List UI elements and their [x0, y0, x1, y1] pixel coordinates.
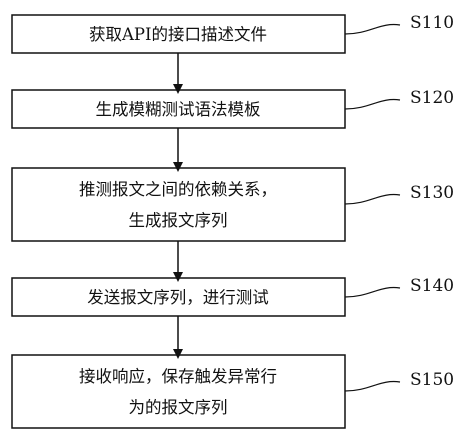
step-box-s120-text: 生成模糊测试语法模板	[96, 100, 261, 119]
step-callout-s130-curve	[344, 193, 401, 205]
step-label-s140: S140	[410, 276, 454, 296]
step-callout-s120-curve	[344, 98, 401, 110]
step-callout-s110-curve	[344, 23, 401, 35]
step-callout-s150-curve	[344, 380, 401, 392]
step-callout-s110: S110	[344, 13, 454, 35]
step-callout-s150: S150	[344, 370, 454, 392]
step-box-s130-frame	[11, 167, 346, 242]
step-callout-s140-curve	[344, 286, 401, 298]
step-box-s150-frame	[11, 354, 346, 429]
step-box-s150: 接收响应，保存触发异常行 为的报文序列	[11, 354, 346, 429]
step-box-s140-text: 发送报文序列，进行测试	[87, 288, 269, 307]
step-box-s150-text-line1: 接收响应，保存触发异常行	[79, 367, 277, 386]
step-callout-s130: S130	[344, 183, 454, 205]
step-label-s110: S110	[410, 13, 454, 33]
step-callout-s120: S120	[344, 88, 454, 110]
step-box-s130-text-line1: 推测报文之间的依赖关系，	[79, 180, 277, 199]
step-box-s120: 生成模糊测试语法模板	[11, 89, 346, 129]
step-box-s130-text-line2: 生成报文序列	[129, 211, 228, 230]
step-box-s110-text: 获取API的接口描述文件	[89, 25, 267, 44]
step-box-s140: 发送报文序列，进行测试	[11, 277, 346, 317]
step-box-s150-text-line2: 为的报文序列	[129, 398, 228, 417]
step-box-s130: 推测报文之间的依赖关系， 生成报文序列	[11, 167, 346, 242]
step-label-s120: S120	[410, 88, 454, 108]
step-callout-s140: S140	[344, 276, 454, 298]
step-label-s150: S150	[410, 370, 454, 390]
step-box-s110: 获取API的接口描述文件	[11, 14, 346, 54]
step-label-s130: S130	[410, 183, 454, 203]
